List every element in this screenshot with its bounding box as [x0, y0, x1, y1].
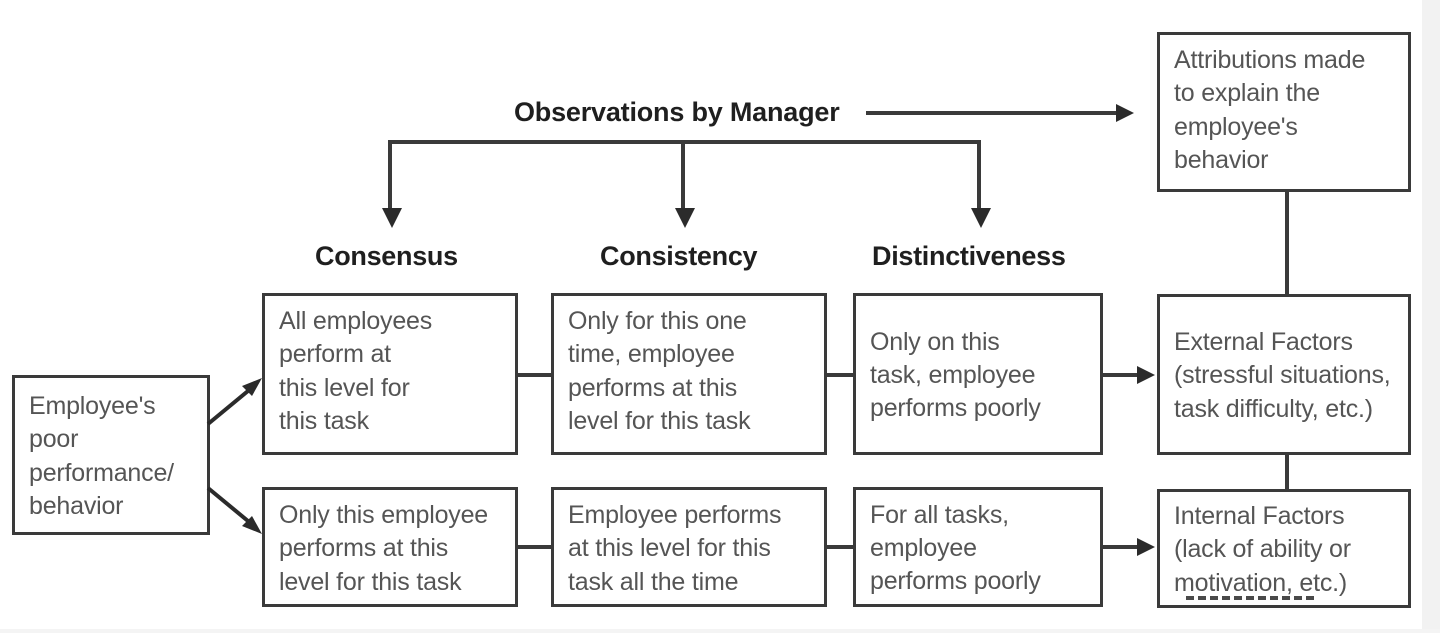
- source-to-row2-arrow: [206, 486, 262, 534]
- row-1-cell-consensus: All employees perform at this level for …: [262, 293, 518, 455]
- branch-arrowhead-consistency: [675, 208, 695, 228]
- branch-arrowhead-distinctiveness: [971, 208, 991, 228]
- row-2-connector-2: [825, 545, 855, 549]
- source-box: Employee's poor performance/ behavior: [12, 375, 210, 535]
- external-to-internal-connector: [1285, 455, 1289, 490]
- title-to-outcome-arrowhead: [1116, 104, 1134, 122]
- row-1-connector-1: [517, 373, 553, 377]
- dimension-label-distinctiveness: Distinctiveness: [872, 241, 1066, 271]
- dimension-label-consensus: Consensus: [315, 241, 458, 271]
- title-to-outcome-line: [866, 111, 1118, 115]
- scan-underline-artifact: [1186, 596, 1314, 600]
- external-factors-box: External Factors (stressful situations, …: [1157, 294, 1411, 455]
- row-2-connector-3: [1102, 545, 1139, 549]
- outcome-box: Attributions made to explain the employe…: [1157, 32, 1411, 192]
- branch-drop-consistency: [681, 140, 685, 212]
- source-to-row1-arrow: [206, 378, 262, 426]
- internal-factors-box: Internal Factors (lack of ability or mot…: [1157, 489, 1411, 608]
- branch-arrowhead-consensus: [382, 208, 402, 228]
- outcome-to-external-connector: [1285, 192, 1289, 296]
- row-2-cell-consistency: Employee performs at this level for this…: [551, 487, 827, 607]
- scan-margin-right: [1422, 0, 1440, 633]
- diagram-title: Observations by Manager: [514, 97, 840, 127]
- row-2-cell-consensus: Only this employee performs at this leve…: [262, 487, 518, 607]
- branch-drop-consensus: [388, 140, 392, 212]
- scan-margin-bottom: [0, 629, 1440, 633]
- row-1-connector-3: [1102, 373, 1139, 377]
- row-2-connector-1: [517, 545, 553, 549]
- dimension-label-consistency: Consistency: [600, 241, 758, 271]
- row-1-cell-distinctiveness: Only on this task, employee performs poo…: [853, 293, 1103, 455]
- row-2-cell-distinctiveness: For all tasks, employee performs poorly: [853, 487, 1103, 607]
- branch-drop-distinctiveness: [977, 140, 981, 212]
- row-2-arrowhead-internal: [1137, 538, 1155, 556]
- row-1-connector-2: [825, 373, 855, 377]
- row-1-cell-consistency: Only for this one time, employee perform…: [551, 293, 827, 455]
- row-1-arrowhead-external: [1137, 366, 1155, 384]
